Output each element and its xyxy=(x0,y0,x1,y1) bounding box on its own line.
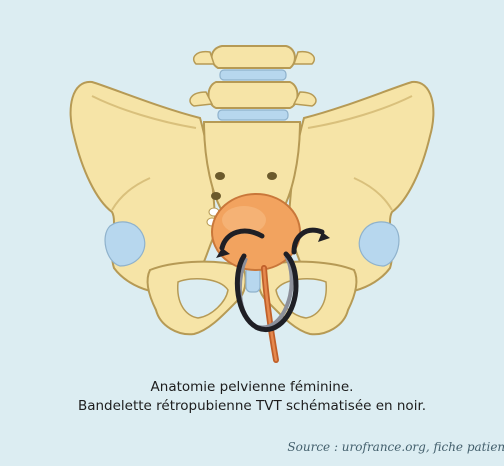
pelvis-illustration xyxy=(0,0,504,370)
lumbar-spine xyxy=(190,46,316,120)
caption-line-1: Anatomie pelvienne féminine. xyxy=(0,378,504,397)
figure-caption: Anatomie pelvienne féminine. Bandelette … xyxy=(0,378,504,416)
intervertebral-disc-upper xyxy=(220,70,286,80)
sacral-foramen xyxy=(215,172,225,180)
caption-line-2: Bandelette rétropubienne TVT schématisée… xyxy=(0,397,504,416)
figure-source: Source : urofrance.org, fiche patient xyxy=(287,440,504,454)
sacral-foramen xyxy=(267,172,277,180)
sacral-foramen xyxy=(211,192,221,200)
intervertebral-disc-lower xyxy=(218,110,288,120)
